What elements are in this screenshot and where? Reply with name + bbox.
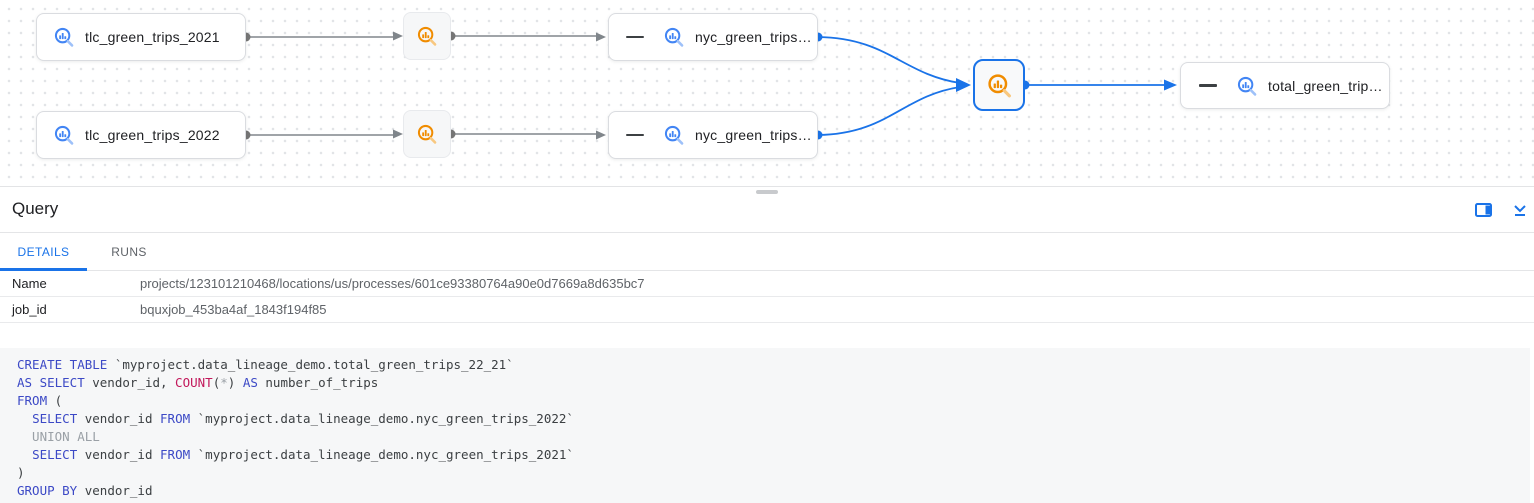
detail-label: Name: [12, 276, 47, 291]
process-node-job-1[interactable]: [403, 12, 451, 60]
detail-value: bquxjob_453ba4af_1843f194f85: [140, 302, 327, 317]
tab-runs-label: RUNS: [111, 244, 147, 259]
tab-details[interactable]: DETAILS: [0, 233, 87, 271]
collapse-minus-icon[interactable]: [626, 133, 644, 137]
open-in-side-panel-icon[interactable]: [1475, 203, 1492, 217]
node-label: tlc_green_trips_2022: [85, 127, 220, 143]
bigquery-table-icon: [54, 27, 74, 47]
node-tlc-green-trips-2022[interactable]: tlc_green_trips_2022: [36, 111, 246, 159]
lineage-graph[interactable]: tlc_green_trips_2021 tlc_green_trips_202…: [0, 0, 1534, 187]
query-panel-header: Query: [0, 187, 1534, 233]
panel-drag-handle[interactable]: [756, 190, 778, 194]
node-label: tlc_green_trips_2021: [85, 29, 220, 45]
process-node-job-2[interactable]: [403, 110, 451, 158]
active-tab-underline: [0, 268, 87, 271]
bigquery-table-icon: [664, 27, 684, 47]
collapse-panel-icon[interactable]: [1512, 202, 1528, 218]
bigquery-job-icon: [417, 26, 437, 46]
panel-title: Query: [12, 199, 59, 218]
node-label: nyc_green_trips…: [695, 127, 812, 143]
sql-code: CREATE TABLE `myproject.data_lineage_dem…: [0, 348, 1530, 503]
bigquery-job-icon: [987, 73, 1011, 97]
process-node-selected-query[interactable]: [973, 59, 1025, 111]
bigquery-table-icon: [1237, 76, 1257, 96]
node-label: nyc_green_trips…: [695, 29, 812, 45]
detail-value: projects/123101210468/locations/us/proce…: [140, 276, 645, 291]
bigquery-job-icon: [417, 124, 437, 144]
collapse-minus-icon[interactable]: [626, 35, 644, 39]
tab-runs[interactable]: RUNS: [87, 233, 171, 270]
node-label: total_green_trip…: [1268, 77, 1383, 94]
bigquery-table-icon: [664, 125, 684, 145]
bigquery-table-icon: [54, 125, 74, 145]
collapse-minus-icon[interactable]: [1199, 84, 1217, 87]
node-tlc-green-trips-2021[interactable]: tlc_green_trips_2021: [36, 13, 246, 61]
panel-tabs: DETAILS RUNS: [0, 233, 1534, 271]
node-nyc-green-trips-row2[interactable]: nyc_green_trips…: [608, 111, 818, 159]
panel-header-icons: [1475, 202, 1528, 218]
tab-details-label: DETAILS: [17, 244, 70, 259]
detail-row-job-id: job_id bquxjob_453ba4af_1843f194f85: [0, 297, 1534, 323]
detail-row-name: Name projects/123101210468/locations/us/…: [0, 271, 1534, 297]
node-total-green-trips[interactable]: total_green_trip…: [1180, 62, 1390, 109]
detail-label: job_id: [12, 302, 47, 317]
node-nyc-green-trips-row1[interactable]: nyc_green_trips…: [608, 13, 818, 61]
details-table: Name projects/123101210468/locations/us/…: [0, 271, 1534, 323]
